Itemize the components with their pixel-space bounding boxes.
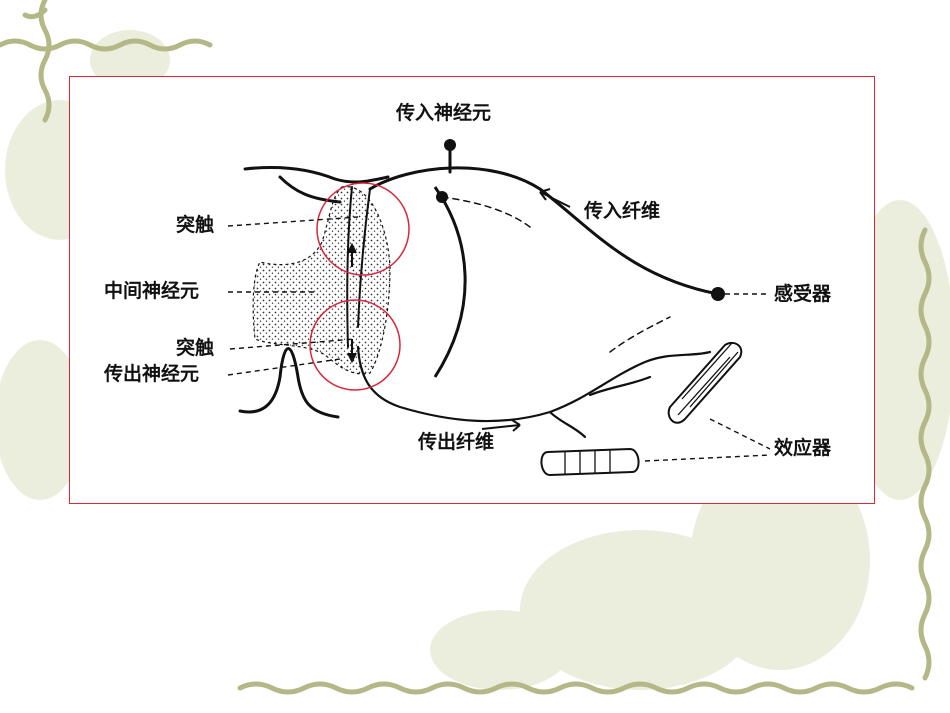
lower-synapse-highlight bbox=[309, 299, 401, 391]
label-lower-synapse: 突触 bbox=[176, 337, 215, 359]
label-efferent-neuron: 传出神经元 bbox=[104, 363, 200, 385]
spinal-cord bbox=[238, 166, 390, 419]
efferent-pathway bbox=[356, 316, 712, 439]
label-upper-synapse: 突触 bbox=[176, 214, 215, 236]
label-afferent-fiber: 传入纤维 bbox=[584, 200, 661, 222]
ventral-root-arc bbox=[433, 186, 467, 378]
label-efferent-fiber: 传出纤维 bbox=[418, 431, 495, 453]
label-effector: 效应器 bbox=[774, 437, 832, 459]
reflex-arc-figure: 传入神经元 传入纤维 突触 中间神经元 突触 传出神经元 感受器 传出纤维 效应… bbox=[69, 76, 875, 504]
afferent-pathway bbox=[346, 143, 720, 348]
vine-border-bottom-right bbox=[237, 227, 932, 695]
vine-border-top-left bbox=[0, 0, 213, 123]
grey-matter bbox=[252, 186, 391, 375]
label-receptor: 感受器 bbox=[774, 283, 832, 305]
effector-muscle-upper bbox=[667, 341, 743, 424]
efferent-direction-arrow bbox=[481, 424, 521, 430]
direction-arrows bbox=[347, 188, 571, 432]
afferent-direction-arrow bbox=[539, 191, 571, 208]
upper-synapse-highlight bbox=[316, 182, 410, 276]
receptor-ending bbox=[711, 287, 725, 301]
label-afferent-neuron: 传入神经元 bbox=[396, 102, 492, 124]
reflex-arc-drawing bbox=[227, 139, 771, 477]
afferent-neuron-cell-body bbox=[444, 139, 456, 151]
synapse-highlights bbox=[309, 182, 410, 391]
label-interneuron: 中间神经元 bbox=[104, 280, 200, 302]
leader-lines bbox=[227, 216, 771, 462]
effector-muscle-lower bbox=[540, 447, 640, 477]
